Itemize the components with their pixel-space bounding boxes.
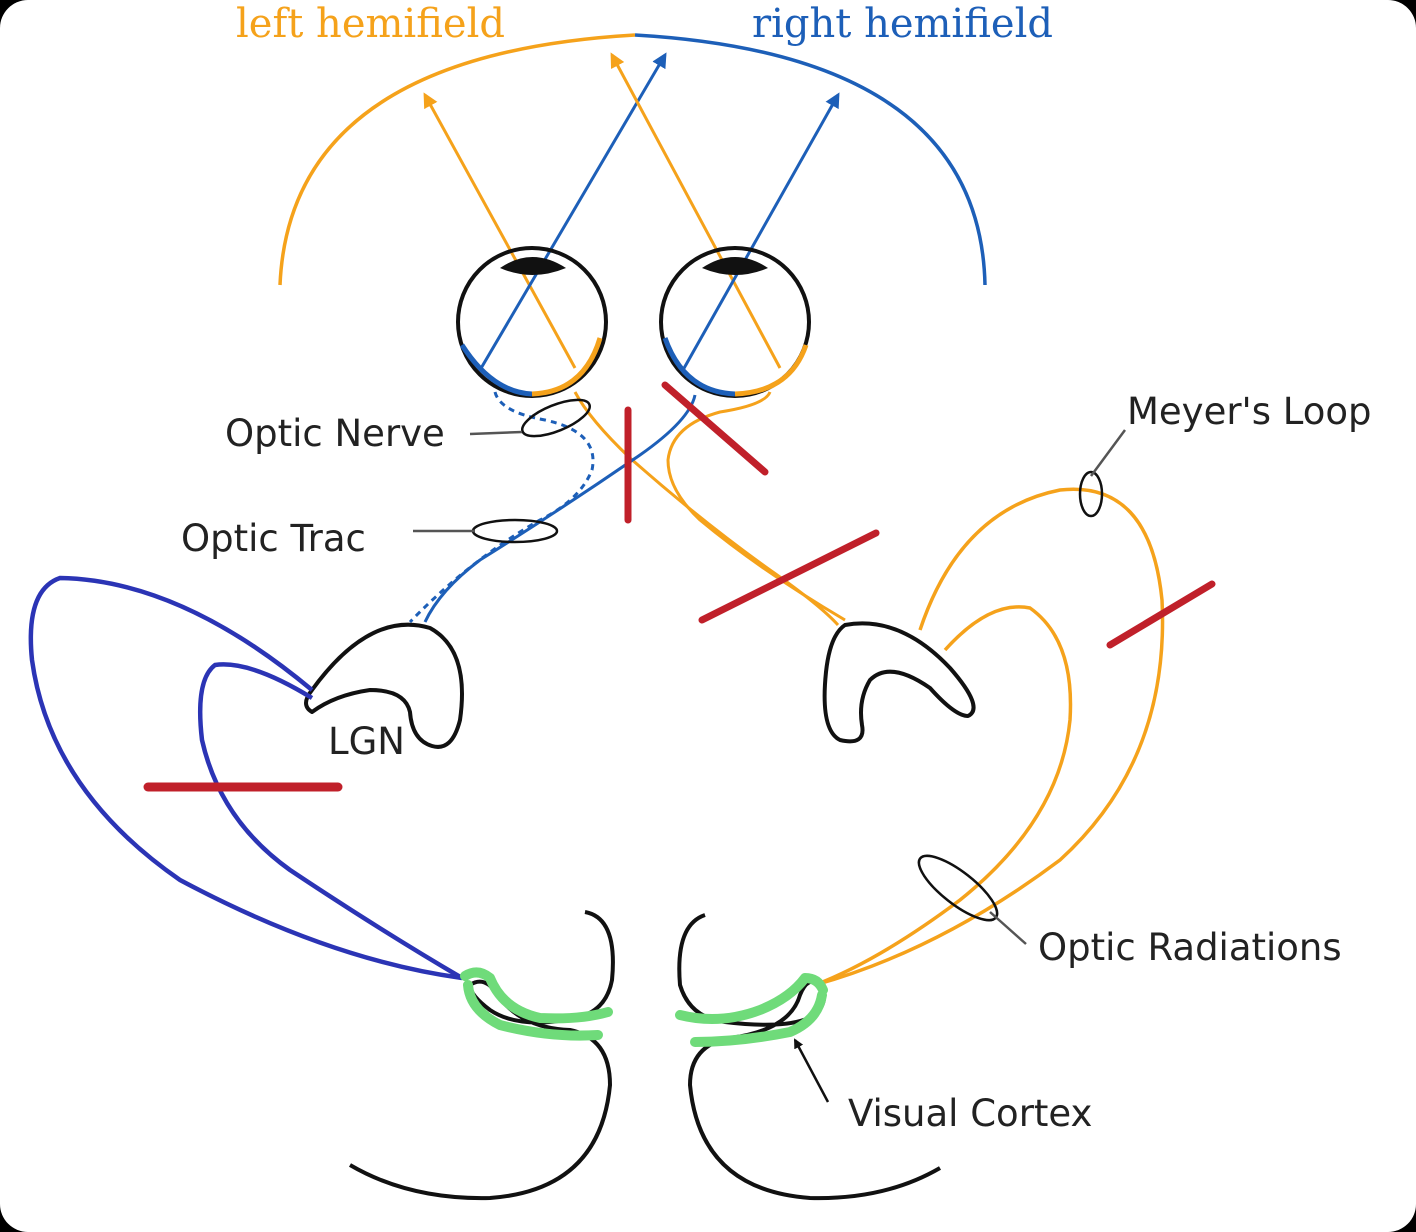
right-occipital-lobe	[677, 913, 942, 1201]
optic-nerve-pointer	[469, 430, 523, 436]
lesion-meyers-loop	[1106, 580, 1216, 649]
ray-left-eye-blue	[478, 52, 667, 371]
left-lgn	[304, 622, 464, 749]
optic-nerve-marker	[521, 398, 591, 438]
meyers-loop-label: Meyer's Loop	[1127, 390, 1372, 433]
optic-radiations-pointer	[989, 911, 1027, 945]
left-hemifield-label: left hemifield	[236, 1, 505, 47]
left-occipital-lobe	[348, 910, 615, 1201]
right-temporal-fiber	[666, 391, 846, 622]
right-radiation-outer	[814, 487, 1165, 987]
left-radiation-outer	[28, 575, 463, 981]
visual-cortex-pointer	[793, 1038, 830, 1103]
ray-right-eye-orange	[610, 52, 782, 369]
optic-radiations-marker	[917, 854, 999, 922]
optic-tract-label: Optic Trac	[181, 517, 366, 560]
lesion-right-optic-nerve	[661, 381, 769, 476]
visual-cortex-label: Visual Cortex	[848, 1092, 1092, 1135]
right-lgn	[822, 621, 976, 744]
right-visual-cortex	[675, 973, 828, 1047]
right-eye	[659, 246, 811, 398]
right-radiation-inner	[814, 605, 1073, 987]
lgn-label: LGN	[328, 720, 405, 763]
right-hemifield-label: right hemifield	[752, 1, 1053, 47]
right-hemifield-arc	[634, 33, 987, 286]
left-eye	[456, 246, 608, 398]
optic-radiations-label: Optic Radiations	[1038, 926, 1342, 969]
lesion-right-optic-tract	[698, 529, 880, 624]
left-hemifield-arc	[278, 33, 636, 286]
optic-nerve-label: Optic Nerve	[225, 412, 445, 455]
meyers-loop-pointer	[1089, 429, 1127, 477]
left-radiation-inner	[197, 662, 464, 980]
left-visual-cortex	[460, 967, 613, 1041]
right-nasal-fiber	[423, 394, 697, 623]
ray-right-eye-blue	[681, 92, 840, 371]
meyers-loop-marker	[1078, 470, 1104, 518]
ray-left-eye-orange	[423, 92, 577, 369]
